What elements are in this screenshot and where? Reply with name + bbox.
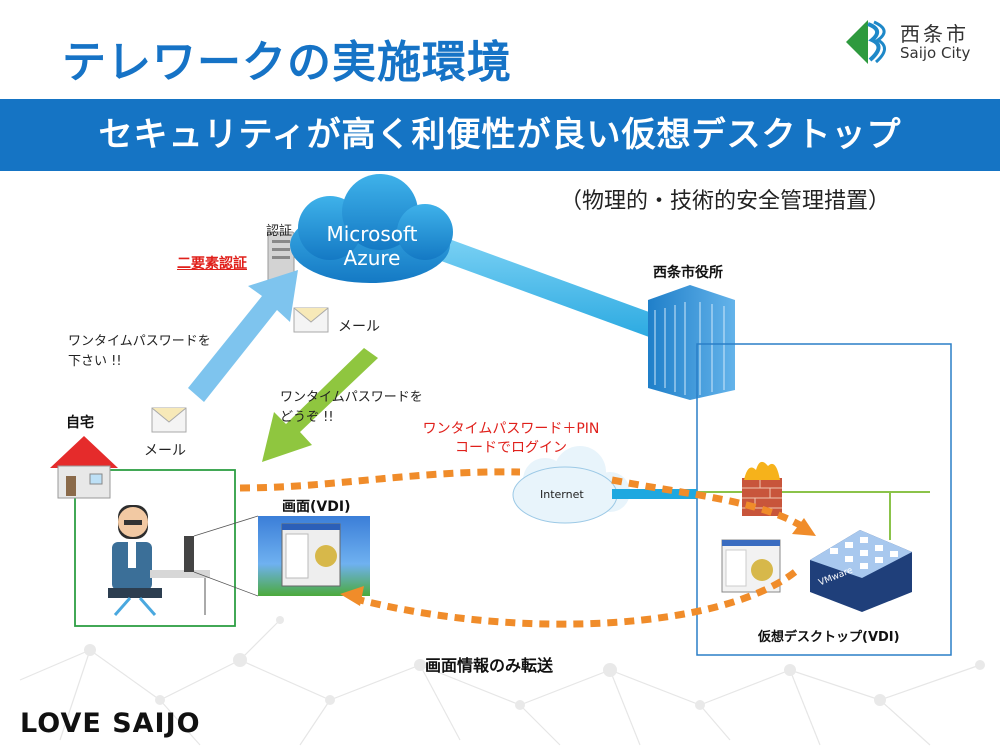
logo-name-en: Saijo City [900, 44, 971, 62]
zoom-line-top [193, 515, 259, 537]
internet-label: Internet [540, 488, 584, 501]
azure-cloud-icon [290, 174, 453, 283]
vdi-window-thumbnail [721, 539, 781, 593]
login-dashed-path-1 [239, 468, 521, 492]
love-saijo-brand: LOVE SAIJO [20, 708, 201, 739]
otp-send-line1: ワンタイムパスワードを [280, 390, 423, 405]
otp-request-line2: 下さい !! [68, 354, 122, 369]
otp-send-text: ワンタイムパスワードを どうぞ !! [280, 388, 423, 428]
firewall-icon [742, 461, 782, 516]
screen-transfer-label: 画面情報のみ転送 [425, 656, 554, 675]
saijo-logo-icon [846, 20, 886, 64]
cloud-link-pipe [422, 232, 720, 360]
mail-top-label: メール [338, 319, 380, 335]
login-dashed-path-2 [611, 476, 807, 531]
transfer-arrow-head [340, 586, 364, 606]
mail-top-envelope-icon [293, 307, 329, 333]
otp-send-line2: どうぞ !! [280, 410, 334, 425]
azure-label-line1: Microsoft [326, 222, 418, 246]
banner-text: セキュリティが高く利便性が良い仮想デスクトップ [98, 115, 902, 155]
transfer-dashed-path [359, 569, 798, 628]
banner-bar [0, 99, 1000, 171]
mail-bottom-label: メール [144, 443, 186, 459]
two-factor-label: 二要素認証 [177, 256, 247, 272]
internet-cloud-icon [512, 446, 630, 524]
auth-label: 認証 [266, 224, 293, 239]
city-hall-label: 西条市役所 [653, 265, 723, 281]
internet-link-bar [612, 489, 697, 499]
mail-bottom-envelope-icon [151, 407, 187, 433]
otp-request-arrow [188, 270, 298, 402]
logo-name-jp: 西条市 [900, 22, 969, 46]
login-arrow-head [792, 518, 816, 536]
azure-label-line2: Azure [343, 246, 401, 270]
home-box [74, 469, 236, 627]
page-title: テレワークの実施環境 [62, 37, 512, 88]
vdi-server-icon [810, 530, 912, 612]
house-icon [50, 436, 118, 499]
login-line2: コードでログイン [455, 440, 567, 456]
login-text: ワンタイムパスワード＋PIN コードでログイン [406, 420, 616, 458]
subtitle: （物理的・技術的安全管理措置） [560, 189, 891, 214]
screen-vdi-label: 画面(VDI) [282, 499, 351, 515]
vdi-screen-image [258, 516, 370, 596]
vdi-label: 仮想デスクトップ(VDI) [758, 630, 900, 645]
city-hall-network-box [696, 343, 952, 656]
home-label: 自宅 [66, 415, 94, 431]
otp-request-line1: ワンタイムパスワードを [68, 334, 211, 349]
otp-request-text: ワンタイムパスワードを 下さい !! [68, 332, 211, 372]
zoom-line-bottom [193, 571, 259, 597]
city-hall-building-icon [648, 285, 735, 400]
azure-label: Microsoft Azure [322, 222, 422, 270]
login-line1: ワンタイムパスワード＋PIN [422, 421, 600, 437]
teleworker-icon [108, 505, 210, 616]
otp-send-arrow [262, 348, 378, 462]
